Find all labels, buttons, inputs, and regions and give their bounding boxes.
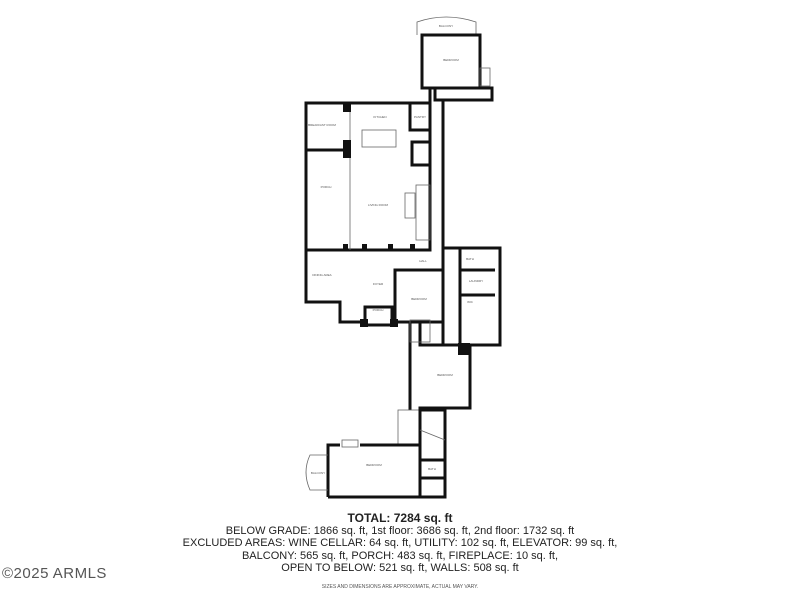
top-bedroom-wing: BALCONY BEDROOM <box>416 16 494 102</box>
summary-line: BALCONY: 565 sq. ft, PORCH: 483 sq. ft, … <box>241 549 559 562</box>
stairs <box>415 184 431 241</box>
balcony-bottom-label: BALCONY <box>311 471 325 475</box>
shower-top <box>479 67 491 87</box>
summary-line: OPEN TO BELOW: 521 sq. ft, WALLS: 508 sq… <box>281 562 519 574</box>
wic-label: WIC <box>467 300 474 304</box>
pantry-label: PANTRY <box>414 115 426 119</box>
kitchen-label: KITCHEN <box>373 115 386 119</box>
total-area: TOTAL: 7284 sq. ft <box>347 511 453 525</box>
dining-label: DINING AREA <box>312 273 331 277</box>
column <box>343 140 351 158</box>
elevator-walls <box>410 140 432 167</box>
column <box>388 244 393 250</box>
bath-bottom-walls <box>418 408 447 499</box>
summary-line: EXCLUDED AREAS: WINE CELLAR: 64 sq. ft, … <box>182 537 618 549</box>
kitchen-island <box>361 129 397 148</box>
bedroom-mid-label: BEDROOM <box>411 297 427 301</box>
bedroom-bottom-walls <box>326 443 420 499</box>
disclaimer: SIZES AND DIMENSIONS ARE APPROXIMATE, AC… <box>321 583 479 590</box>
shower-mid <box>409 319 431 343</box>
bath-top-walls <box>433 86 494 102</box>
foyer-label: FOYER <box>373 282 384 286</box>
bedroom-bottom-label: BEDROOM <box>366 463 382 467</box>
bath-right-label: BATH <box>466 257 474 261</box>
bedroom-top-label: BEDROOM <box>443 58 459 62</box>
balcony-top-outline <box>416 16 477 35</box>
floor-plan: BALCONY BEDROOM BREAKFAST ROOM KITCHEN P… <box>304 16 502 499</box>
porch-entry-label: PORCH <box>373 308 384 312</box>
pantry-walls <box>408 101 432 132</box>
breakfast-label: BREAKFAST ROOM <box>308 123 336 127</box>
porch-left-label: PORCH <box>321 185 332 189</box>
fireplace <box>404 192 416 219</box>
column <box>343 103 351 112</box>
fireplace-bottom <box>341 439 359 448</box>
column <box>410 244 415 250</box>
balcony-top-label: BALCONY <box>439 24 453 28</box>
main-block: BREAKFAST ROOM KITCHEN PANTRY PORCH LIVI… <box>304 101 432 252</box>
column <box>362 244 367 250</box>
middle-block: DINING AREA FOYER PORCH HALL BEDROOM <box>304 250 445 327</box>
bottom-suite: BEDROOM BALCONY BATH <box>305 408 447 499</box>
watermark: ©2025 ARMLS <box>2 565 107 582</box>
foyer-bottom <box>397 409 421 446</box>
column <box>360 319 368 327</box>
right-wing: BATH LAUNDRY WIC <box>441 246 502 355</box>
column <box>343 244 348 250</box>
area-summary: TOTAL: 7284 sq. ft BELOW GRADE: 1866 sq.… <box>0 512 800 593</box>
elevator-shaft <box>419 429 446 441</box>
hall-label: HALL <box>419 259 427 263</box>
main-block-walls <box>304 101 432 252</box>
summary-line: BELOW GRADE: 1866 sq. ft, 1st floor: 368… <box>225 524 575 537</box>
bedroom-lower-label: BEDROOM <box>437 373 453 377</box>
bedroom-mid-walls <box>393 268 445 324</box>
balcony-bottom-outline <box>305 454 328 491</box>
living-label: LIVING ROOM <box>368 203 389 207</box>
bath-bottom-label: BATH <box>428 467 436 471</box>
laundry-label: LAUNDRY <box>469 279 483 283</box>
entry-porch-walls <box>363 305 394 327</box>
